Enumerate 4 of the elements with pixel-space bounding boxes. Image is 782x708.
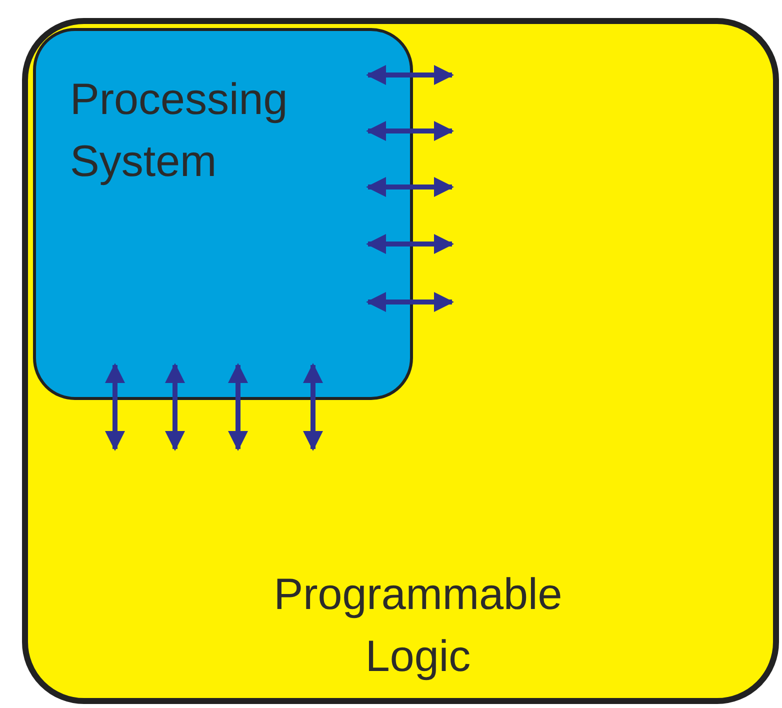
logic-region [22,18,779,704]
region-label: Programmable Logic [272,569,564,683]
processing-region [33,28,413,400]
region-label: Processing System [70,74,289,188]
